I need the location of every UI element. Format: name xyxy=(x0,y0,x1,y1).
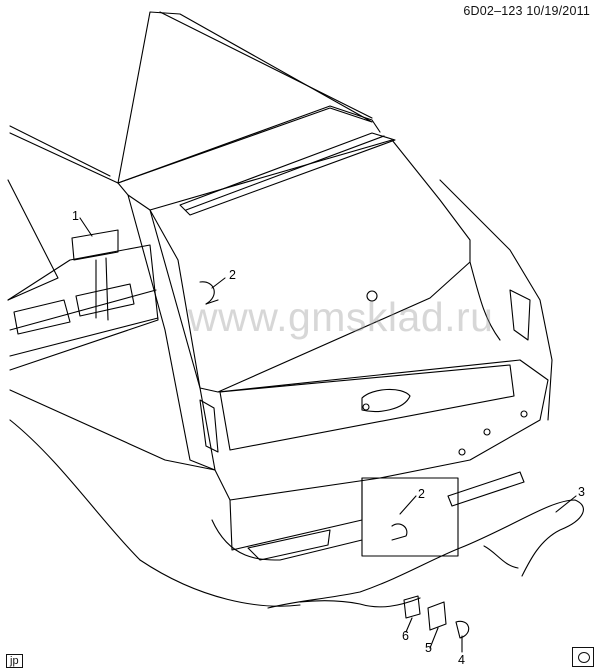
watermark: www.gmsklad.ru xyxy=(188,294,494,340)
decklid xyxy=(149,139,471,393)
emblem xyxy=(366,290,378,302)
license-lamp xyxy=(361,388,411,413)
cargo-floor xyxy=(7,244,159,371)
footer-tag: jp xyxy=(6,654,23,668)
grommet-4 xyxy=(455,620,470,639)
callout-4: 4 xyxy=(458,653,465,667)
harness-3 xyxy=(267,499,584,609)
module-1 xyxy=(71,229,119,261)
diagram-id-date: 6D02–123 10/19/2011 xyxy=(463,4,590,18)
roof-outline xyxy=(117,11,373,184)
callout-5: 5 xyxy=(425,641,432,655)
callout-6: 6 xyxy=(402,629,409,643)
sensor-6 xyxy=(403,595,421,619)
connector-2-upper xyxy=(199,281,215,305)
retainer-5 xyxy=(427,601,447,631)
rear-fascia xyxy=(9,359,549,501)
callout-1: 1 xyxy=(72,209,79,223)
callout-2-lower: 2 xyxy=(418,487,425,501)
logo-icon xyxy=(572,647,594,667)
callout-3: 3 xyxy=(578,485,585,499)
callout-2-upper: 2 xyxy=(229,268,236,282)
spoiler xyxy=(179,132,396,216)
